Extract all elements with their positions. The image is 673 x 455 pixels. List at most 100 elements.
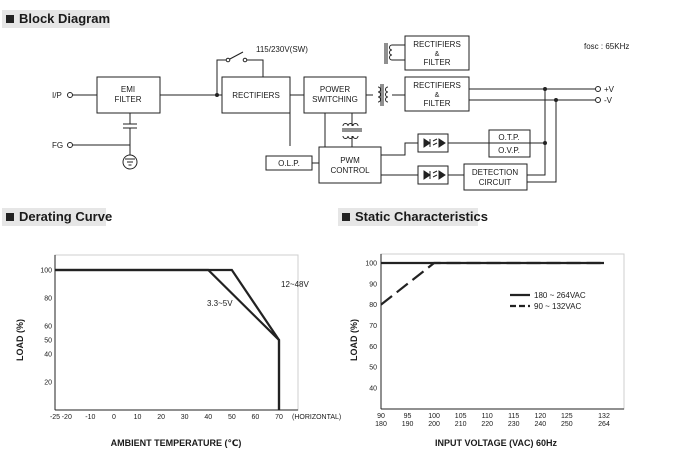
derating-y-tick-label: 80 [44,296,52,303]
otp-label: O.T.P. [498,133,519,142]
fosc-label: fosc : 65KHz [584,42,629,51]
static-x-tick-label-alt: 230 [508,421,520,428]
aux-rectifiers-filter-block [404,35,470,71]
static-x-tick-label: 125 [561,413,573,420]
static-y-tick-label: 40 [369,386,377,393]
rect-label: RECTIFIERS [413,81,461,90]
static-legend: 180 ~ 264VAC 90 ~ 132VAC [510,291,586,311]
derating-x-tick-label: -25 [50,414,60,421]
derating-x-tick-label: 40 [204,414,212,421]
static-x-axis-label: INPUT VOLTAGE (VAC) 60Hz [435,438,558,448]
static-x-tick-label: 132 [598,413,610,420]
static-x-tick-label-alt: 240 [534,421,546,428]
static-x-tick-label: 115 [508,413,519,420]
derating-y-tick-label: 100 [40,268,52,275]
block-diagram-title: Block Diagram [19,11,111,26]
static-title: Static Characteristics [355,209,488,224]
section-title-derating-curve: Derating Curve [2,208,112,226]
static-x-tick-label-alt: 200 [428,421,440,428]
switching-label: SWITCHING [312,95,358,104]
derating-y-tick-label: 20 [44,380,52,387]
static-x-tick-label-alt: 190 [402,421,414,428]
amp-label: & [435,92,440,99]
static-y-tick-label: 60 [369,344,377,351]
rectifiers-block [221,76,291,114]
aux-rect-label: RECTIFIERS [413,40,461,49]
derating-y-tick-label: 40 [44,352,52,359]
static-x-tick-label: 95 [404,413,412,420]
emi-label: EMI [121,85,135,94]
fg-terminal-icon [67,142,73,148]
derating-series-line-1 [55,268,281,410]
square-bullet-icon [6,213,14,221]
section-title-static-characteristics: Static Characteristics [338,208,488,226]
static-y-axis-label: LOAD (%) [349,319,359,361]
static-x-tick-label-alt: 264 [598,421,610,428]
static-x-tick-label-alt: 250 [561,421,573,428]
static-x-tick-label-alt: 210 [455,421,467,428]
ovp-label: O.V.P. [498,146,520,155]
series-label-3-3-5v: 3.3~5V [207,299,233,308]
olp-label: O.L.P. [278,159,300,168]
vminus-label: -V [604,96,613,105]
derating-x-tick-label: 50 [228,414,236,421]
olp-block [265,155,313,171]
emi-filter-block [96,76,161,114]
detection-label: DETECTION [472,168,518,177]
series-label-12-48v: 12~48V [281,280,309,289]
aux-transformer-icon [384,43,405,64]
vplus-label: +V [604,85,615,94]
square-bullet-icon [6,15,14,23]
static-x-tick-label: 90 [377,413,385,420]
static-y-tick-label: 50 [369,365,377,372]
circuit-label: CIRCUIT [479,178,512,187]
photo-coupler-icon [417,165,449,185]
filter-label: FILTER [115,95,142,104]
derating-x-tick-label: 60 [252,414,260,421]
aux-amp-label: & [435,51,440,58]
detection-circuit-block [463,163,528,191]
ip-label: I/P [52,91,62,100]
switch-label: 115/230V(SW) [256,45,308,54]
static-y-tick-label: 90 [369,281,377,288]
derating-x-tick-label: -10 [85,414,95,421]
power-switching-block [303,76,367,114]
feedback-transformer-icon [342,121,362,141]
static-chart: 9018095190100200105210110220115230120240… [349,253,625,448]
square-bullet-icon [342,213,350,221]
control-label: CONTROL [330,166,370,175]
static-x-tick-label-alt: 220 [481,421,493,428]
derating-title: Derating Curve [19,209,113,224]
section-title-block-diagram: Block Diagram [2,10,110,28]
static-x-tick-label-alt: 180 [375,421,387,428]
aux-filter-label: FILTER [424,58,451,67]
rectifiers-filter-block [404,76,470,112]
fg-label: FG [52,141,63,150]
static-y-tick-label: 100 [365,261,377,268]
legend-180-264vac: 180 ~ 264VAC [534,291,586,300]
photo-coupler-icon [417,133,449,153]
legend-90-132vac: 90 ~ 132VAC [534,302,581,311]
static-x-tick-label: 105 [455,413,467,420]
vplus-terminal-icon [595,86,601,92]
static-x-tick-label: 100 [428,413,440,420]
vminus-terminal-icon [595,97,601,103]
pwm-control-block [318,146,382,184]
derating-x-tick-label: 70 [275,414,283,421]
derating-y-tick-label: 60 [44,324,52,331]
derating-x-tick-label: 20 [157,414,165,421]
derating-y-axis-label: LOAD (%) [15,319,25,361]
filter2-label: FILTER [424,99,451,108]
ip-terminal-icon [67,92,73,98]
derating-y-tick-label: 50 [44,338,52,345]
pwm-label: PWM [340,156,360,165]
static-x-tick-label: 110 [482,413,493,420]
static-y-tick-label: 70 [369,323,377,330]
derating-x-tick-label: -20 [62,414,72,421]
static-x-tick-label: 120 [534,413,546,420]
rectifiers-label: RECTIFIERS [232,91,280,100]
derating-x-suffix: (HORIZONTAL) [292,414,341,421]
power-label: POWER [320,85,350,94]
